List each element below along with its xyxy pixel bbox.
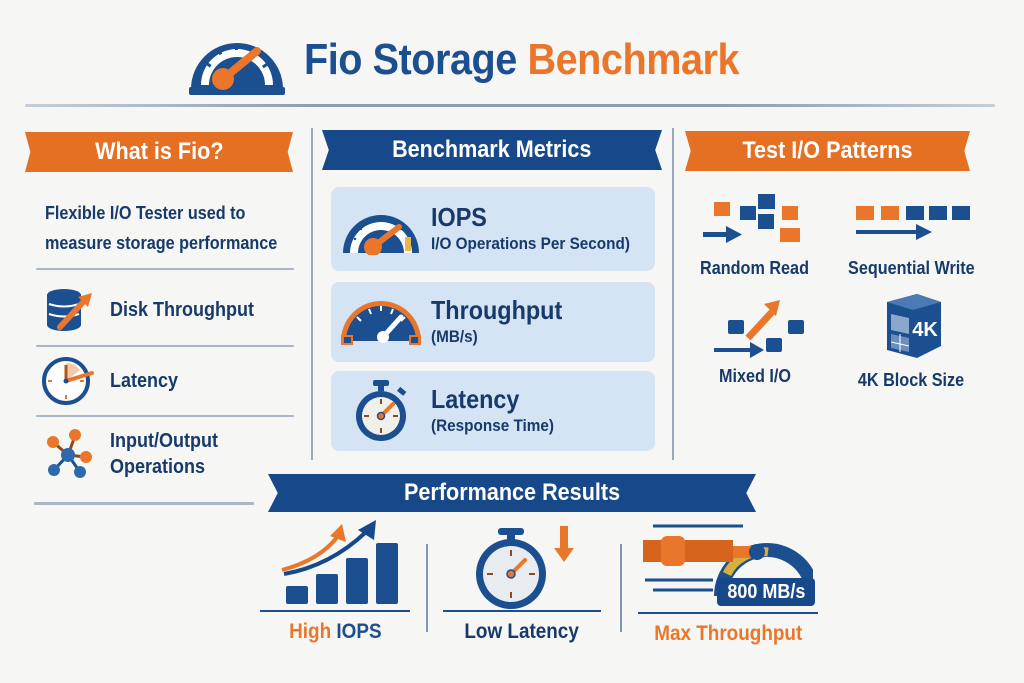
page-title: Fio Storage Benchmark bbox=[304, 35, 740, 85]
bar-chart-up-icon bbox=[281, 520, 398, 604]
left-item-disk-throughput: Disk Throughput bbox=[44, 287, 270, 333]
throughput-graphic: 800 MB/s bbox=[643, 522, 815, 606]
card-text: Latency (Response Time) bbox=[431, 384, 568, 438]
clock-icon bbox=[42, 357, 94, 405]
header-divider bbox=[25, 104, 995, 107]
result-label-part-2: IOPS bbox=[336, 620, 382, 643]
speedometer-icon bbox=[341, 301, 421, 345]
card-icon-wrap bbox=[331, 378, 431, 444]
title-part-1: Fio Storage bbox=[304, 35, 517, 84]
pattern-label: Sequential Write bbox=[847, 258, 975, 278]
pattern-random-read: Random Read bbox=[680, 188, 830, 279]
result-low-latency: Low Latency bbox=[443, 518, 601, 644]
result-high-iops: High IOPS bbox=[260, 518, 410, 644]
speedometer-icon bbox=[189, 43, 285, 95]
left-item-label-line-1: Input/Output bbox=[110, 430, 218, 452]
network-nodes-icon bbox=[47, 429, 92, 478]
result-label: Max Throughput bbox=[653, 622, 803, 645]
result-underline bbox=[638, 612, 818, 614]
left-item-latency: Latency bbox=[42, 356, 186, 406]
right-panel-heading: Test I/O Patterns bbox=[685, 131, 970, 171]
pattern-sequential-write: Sequential Write bbox=[836, 188, 986, 279]
result-label-part-1: High bbox=[288, 620, 331, 643]
pattern-label: Mixed I/O bbox=[718, 366, 791, 386]
description-line-2: measure storage performance bbox=[45, 233, 278, 253]
speed-gauge-icon bbox=[643, 524, 813, 597]
card-title: Throughput bbox=[431, 295, 563, 325]
mixed-io-icon bbox=[714, 300, 804, 358]
result-label: Low Latency bbox=[464, 620, 580, 643]
left-separator-2 bbox=[36, 345, 294, 347]
stopwatch-icon bbox=[356, 380, 407, 441]
pattern-mixed-io: Mixed I/O bbox=[680, 292, 830, 387]
metric-card-throughput: Throughput (MB/s) bbox=[331, 282, 655, 362]
results-divider-2 bbox=[620, 544, 622, 632]
card-text: Throughput (MB/s) bbox=[431, 295, 577, 349]
pattern-4k-block: 4K 4K Block Size bbox=[836, 290, 986, 391]
left-item-label-line-2: Operations bbox=[110, 456, 206, 478]
title-part-2: Benchmark bbox=[527, 35, 740, 84]
results-heading: Performance Results bbox=[268, 474, 756, 512]
database-arrow-icon bbox=[47, 289, 92, 331]
gauge-icon bbox=[343, 215, 419, 255]
middle-panel-heading: Benchmark Metrics bbox=[322, 130, 662, 170]
pattern-label: Random Read bbox=[700, 258, 810, 278]
results-divider-1 bbox=[426, 544, 428, 632]
left-panel-heading-text: What is Fio? bbox=[94, 138, 224, 165]
card-subtitle: (MB/s) bbox=[431, 327, 478, 346]
description-line-1: Flexible I/O Tester used to bbox=[45, 203, 246, 223]
throughput-value-badge: 800 MB/s bbox=[717, 578, 815, 606]
result-underline bbox=[443, 610, 601, 612]
card-title: IOPS bbox=[431, 202, 487, 232]
card-subtitle: (Response Time) bbox=[431, 416, 555, 435]
left-item-label: Disk Throughput bbox=[110, 299, 254, 321]
sequential-blocks-icon bbox=[856, 206, 970, 240]
card-subtitle: I/O Operations Per Second) bbox=[431, 234, 630, 253]
page-header: Fio Storage Benchmark bbox=[185, 20, 787, 100]
result-underline bbox=[260, 610, 410, 612]
column-divider-1 bbox=[311, 128, 313, 460]
left-item-label: Latency bbox=[110, 370, 179, 392]
left-item-label-group: Input/Output Operations bbox=[110, 428, 230, 480]
card-title: Latency bbox=[431, 384, 520, 414]
left-separator-3 bbox=[36, 415, 294, 417]
card-icon-wrap bbox=[331, 203, 431, 255]
cube-4k-icon: 4K bbox=[887, 294, 941, 358]
left-item-io-operations: Input/Output Operations bbox=[42, 427, 230, 481]
stopwatch-down-icon bbox=[476, 526, 574, 609]
pattern-label: 4K Block Size bbox=[857, 370, 965, 390]
random-blocks-icon bbox=[703, 194, 800, 243]
fio-description: Flexible I/O Tester used to measure stor… bbox=[45, 198, 305, 258]
card-text: IOPS I/O Operations Per Second) bbox=[431, 202, 652, 256]
cube-badge: 4K bbox=[912, 319, 938, 341]
left-separator-4 bbox=[34, 502, 254, 505]
result-max-throughput: 800 MB/s Max Throughput bbox=[638, 522, 818, 646]
card-icon-wrap bbox=[331, 297, 431, 347]
throughput-value: 800 MB/s bbox=[726, 580, 806, 603]
metric-card-iops: IOPS I/O Operations Per Second) bbox=[331, 187, 655, 271]
result-label: High IOPS bbox=[289, 620, 381, 644]
metric-card-latency: Latency (Response Time) bbox=[331, 371, 655, 451]
left-separator-1 bbox=[36, 268, 294, 270]
middle-panel-heading-text: Benchmark Metrics bbox=[392, 136, 592, 163]
results-heading-text: Performance Results bbox=[403, 479, 621, 506]
column-divider-2 bbox=[672, 128, 674, 460]
right-panel-heading-text: Test I/O Patterns bbox=[742, 137, 913, 164]
left-panel-heading: What is Fio? bbox=[25, 132, 293, 172]
